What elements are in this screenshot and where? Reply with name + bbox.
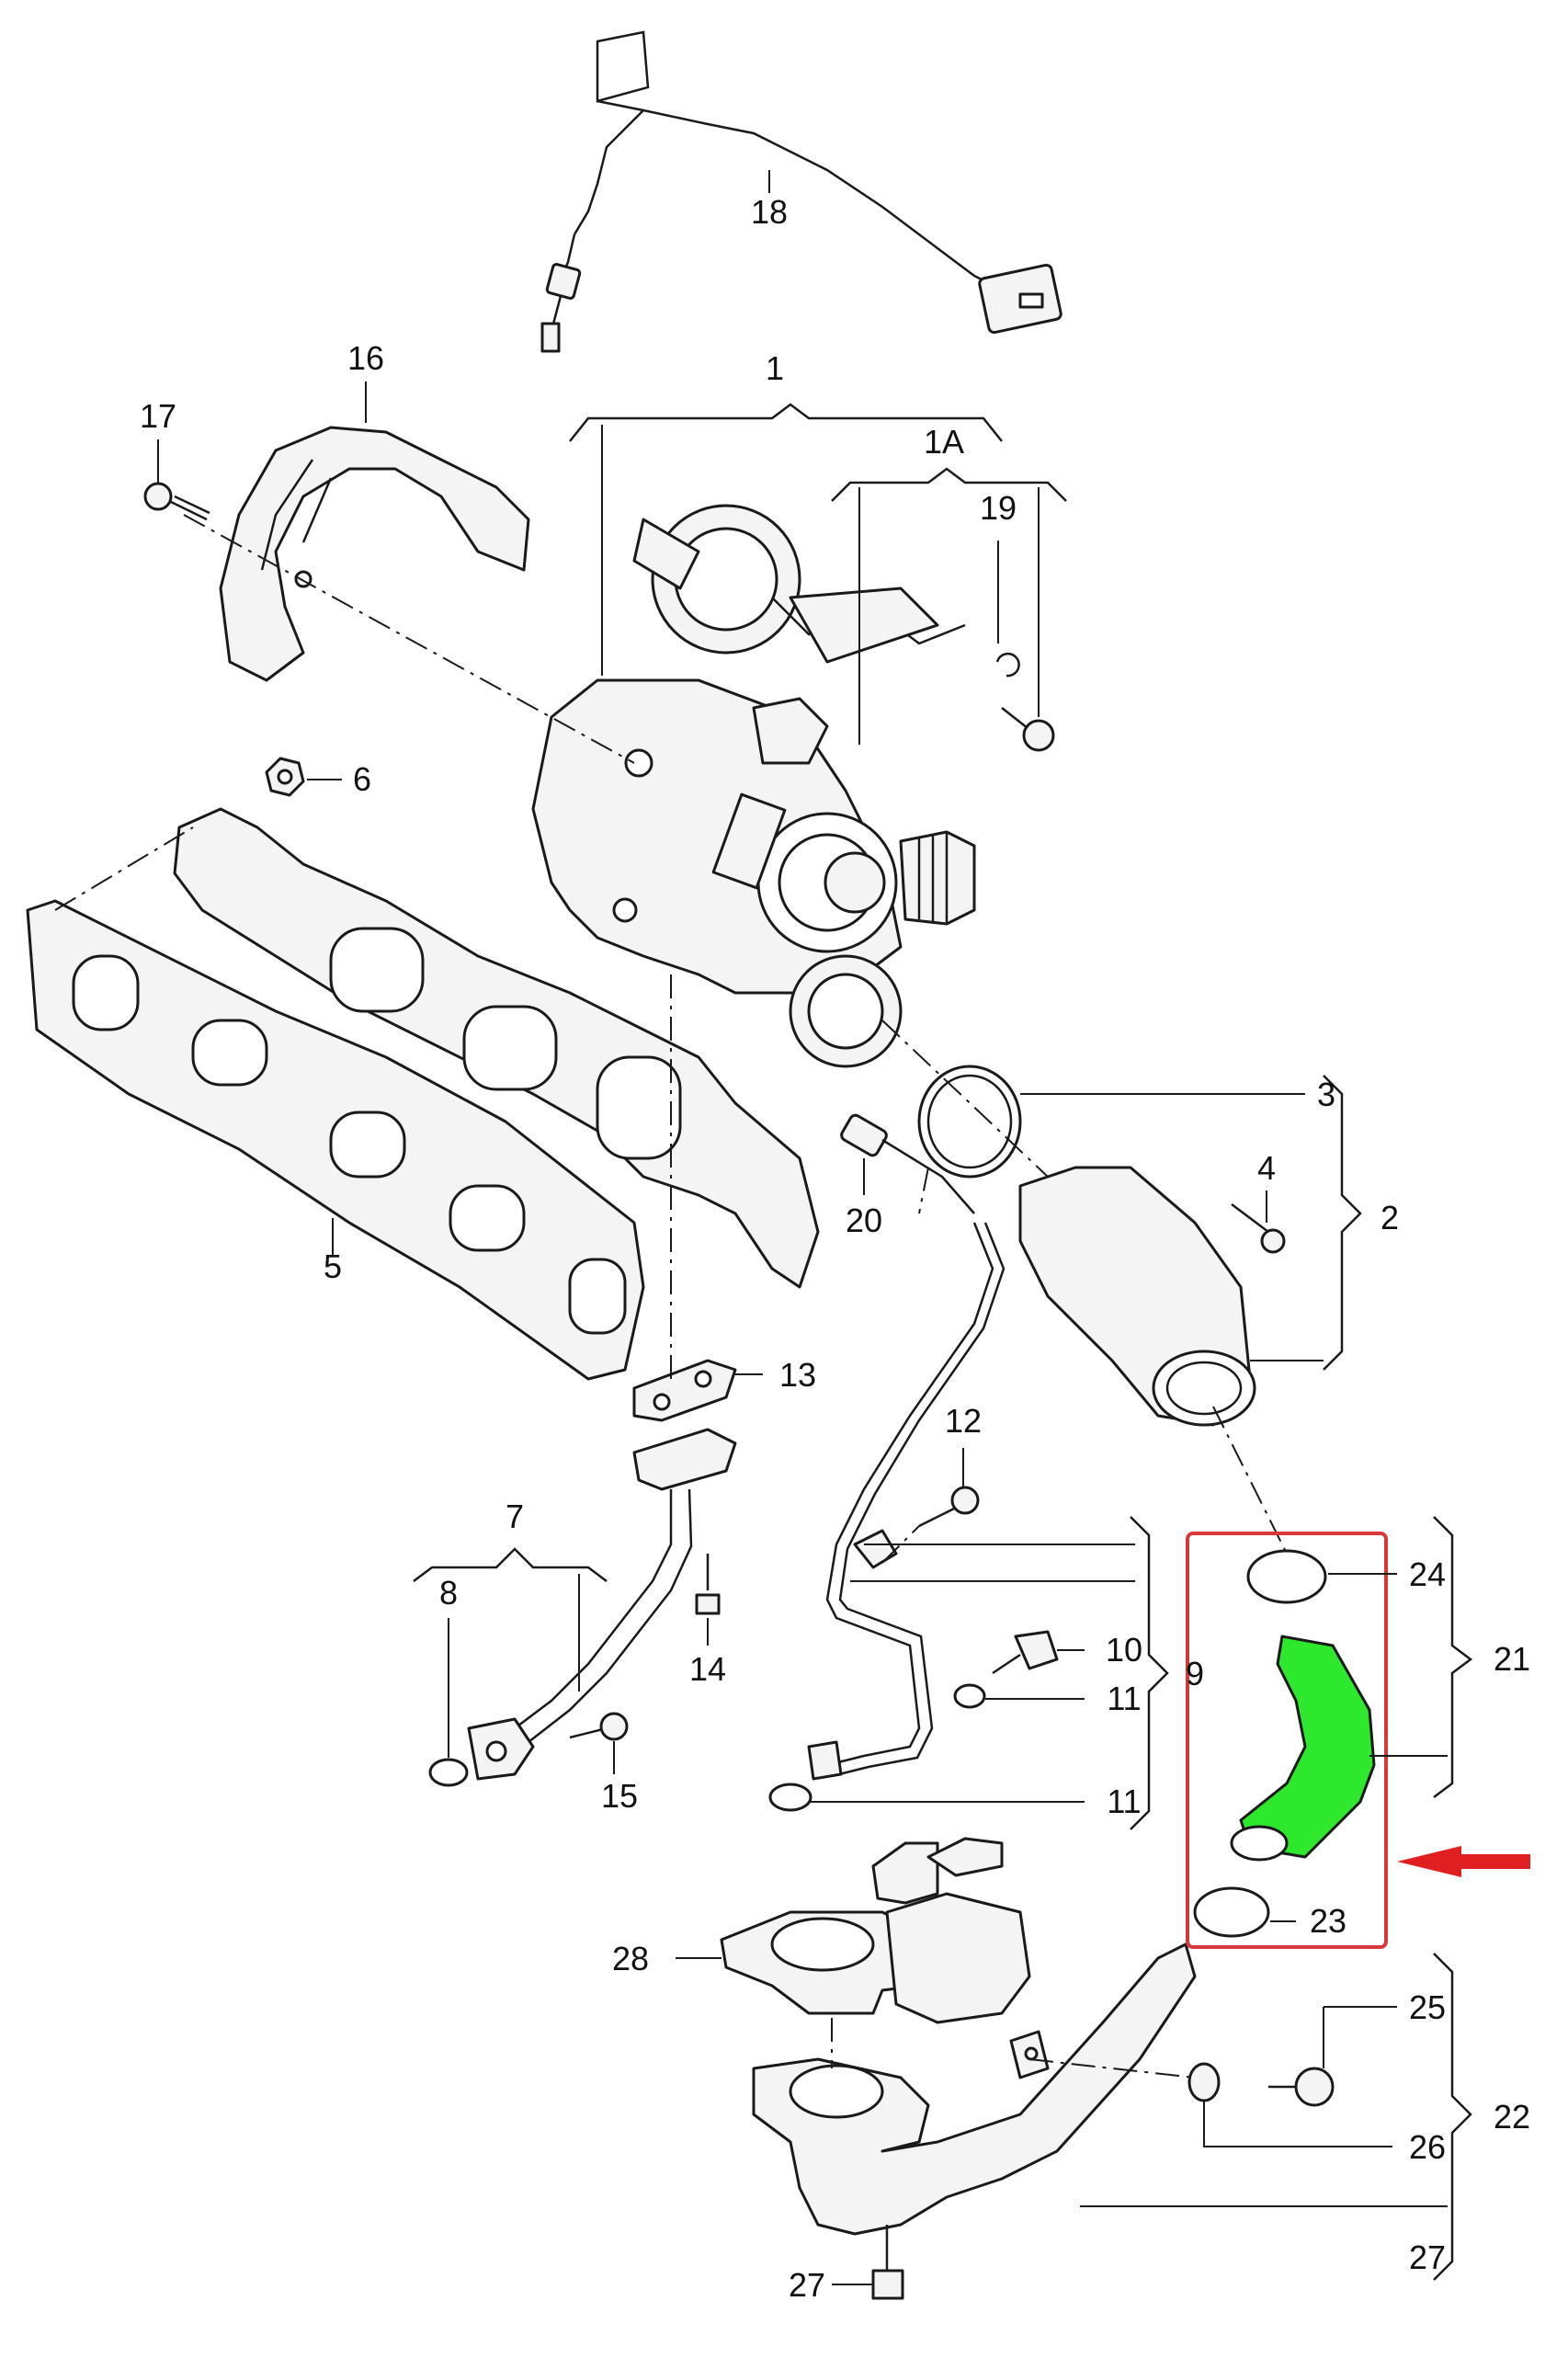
callout-14: 14 — [689, 1650, 726, 1688]
heat-shield-16 — [219, 426, 530, 682]
red-arrow-icon — [1397, 1846, 1530, 1877]
callout-17: 17 — [140, 397, 176, 435]
bolt-12 — [918, 1486, 980, 1528]
callout-8: 8 — [439, 1574, 458, 1612]
callout-10: 10 — [1106, 1631, 1142, 1669]
callout-3: 3 — [1317, 1076, 1335, 1113]
banjo-bolt-10 — [992, 1630, 1059, 1675]
callout-20: 20 — [846, 1202, 882, 1239]
callout-13: 13 — [779, 1356, 816, 1394]
callout-18: 18 — [751, 193, 788, 231]
callout-11-upper: 11 — [1107, 1680, 1141, 1717]
bolt-1A — [1001, 707, 1055, 752]
bolt-17 — [143, 482, 210, 521]
gasket-13 — [632, 1359, 737, 1422]
oil-return-line-7 — [467, 1428, 737, 1781]
seal-ring-3 — [917, 1065, 1022, 1179]
washer-11a — [953, 1683, 986, 1709]
pipe-section-2 — [1018, 1166, 1256, 1427]
hose-clamp-24 — [1246, 1549, 1327, 1604]
callout-23: 23 — [1310, 1902, 1346, 1940]
seal-ring-8 — [428, 1758, 469, 1787]
circlip-19 — [995, 652, 1020, 678]
callout-25: 25 — [1409, 1988, 1446, 2026]
callout-6: 6 — [353, 760, 371, 798]
throttle-housing-28 — [720, 1837, 1031, 2024]
callout-15: 15 — [601, 1777, 638, 1815]
grommet-26 — [1187, 2062, 1221, 2102]
callout-27-right: 27 — [1409, 2238, 1446, 2276]
bolt-14 — [695, 1554, 721, 1615]
callout-24: 24 — [1409, 1555, 1446, 1593]
callout-26: 26 — [1409, 2128, 1446, 2166]
callout-brackets — [157, 170, 1473, 2285]
highlight-frame — [1186, 1532, 1388, 1949]
callout-9: 9 — [1186, 1655, 1204, 1692]
callout-19: 19 — [980, 489, 1017, 527]
turbo-outlet-flange — [789, 954, 903, 1068]
callout-1A: 1A — [924, 423, 964, 461]
bolt-15 — [569, 1712, 629, 1741]
exhaust-manifold — [173, 807, 820, 1289]
callout-12: 12 — [945, 1402, 982, 1440]
alignment-lines — [54, 514, 1288, 2079]
callout-1: 1 — [766, 349, 784, 387]
callout-11-lower: 11 — [1107, 1783, 1141, 1820]
callout-16: 16 — [347, 339, 384, 377]
hose-clamp-23 — [1193, 1886, 1270, 1938]
manifold-gasket-5 — [26, 899, 645, 1381]
callout-4: 4 — [1257, 1149, 1276, 1187]
callout-labels: 1 1A 2 3 4 5 6 7 8 9 10 11 11 12 13 14 1… — [140, 193, 1530, 2304]
charge-air-pipe-22 — [752, 1942, 1197, 2236]
banjo-fitting — [853, 1529, 898, 1569]
washer-11b — [768, 1783, 812, 1812]
callout-2: 2 — [1381, 1199, 1399, 1236]
callout-21: 21 — [1494, 1640, 1530, 1678]
bolt-25 — [1268, 2067, 1335, 2107]
oil-supply-line-9 — [807, 1222, 1006, 1781]
bolt-27 — [871, 2225, 904, 2300]
boost-hose-21 — [1230, 1635, 1376, 1862]
callout-7: 7 — [506, 1498, 524, 1535]
callout-5: 5 — [324, 1247, 342, 1285]
exhaust-temperature-sensor-18 — [540, 30, 1062, 353]
bolt-4 — [1231, 1203, 1286, 1254]
callout-28: 28 — [612, 1940, 649, 1977]
callout-22: 22 — [1494, 2098, 1530, 2136]
callout-27-left: 27 — [789, 2266, 825, 2304]
union-20 — [840, 1113, 975, 1214]
turbocharger-1 — [531, 504, 976, 995]
nut-6 — [265, 757, 305, 797]
